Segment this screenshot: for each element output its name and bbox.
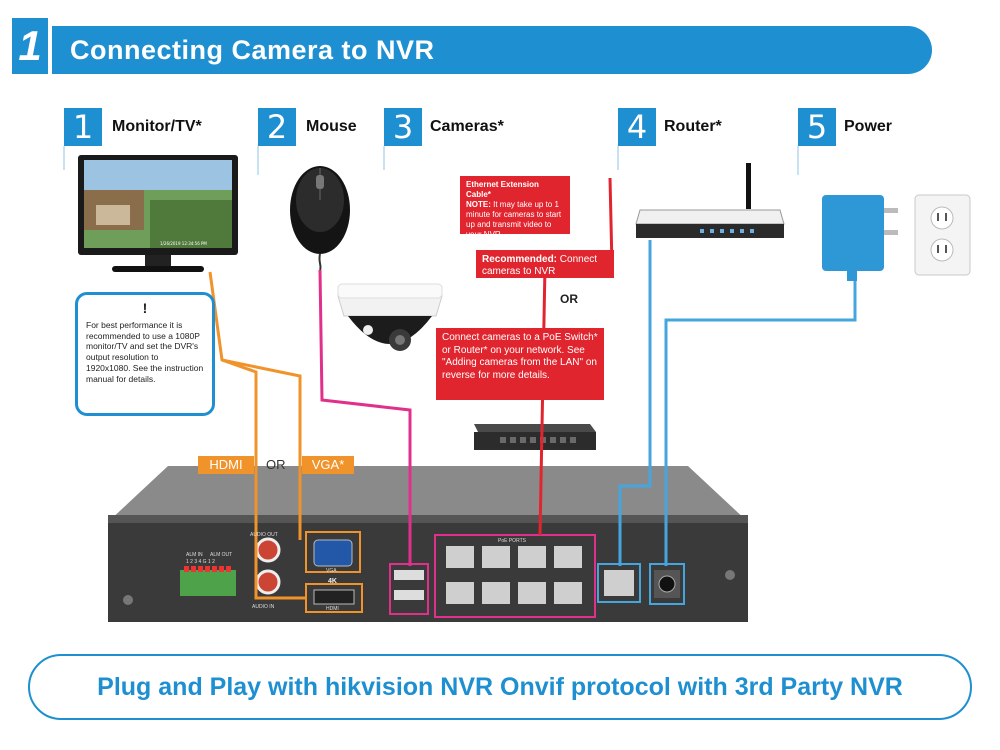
power-adapter-icon [822, 195, 898, 281]
poe-callout: Connect cameras to a PoE Switch* or Rout… [436, 328, 604, 400]
recommended-callout: Recommended: Connect cameras to NVR [476, 250, 614, 278]
page-title: Connecting Camera to NVR [52, 26, 932, 74]
audio-out-label: AUDIO OUT [250, 532, 278, 538]
device-label-cameras: Cameras* [430, 118, 504, 135]
device-label-power: Power [844, 118, 893, 135]
recommended-bold: Recommended: [482, 254, 558, 265]
mouse-icon [290, 166, 350, 271]
cable-or-text: OR [266, 457, 286, 472]
nvr-recorder [108, 466, 748, 622]
ethernet-callout-note-text: It may take up to 1 minute for cameras t… [466, 200, 562, 239]
hdmi-cable [208, 271, 302, 540]
or-text: OR [560, 292, 578, 306]
device-label-router: Router* [664, 118, 722, 135]
device-label-monitor: Monitor/TV* [112, 118, 202, 135]
device-label-mouse: Mouse [306, 118, 357, 135]
mouse-cable [318, 269, 412, 566]
tip-box: ! For best performance it is recommended… [75, 292, 215, 416]
poe-switch-icon [474, 424, 596, 450]
step-number-badge: 1 [12, 18, 48, 74]
alarm-in-label: ALM IN [186, 552, 203, 558]
device-number-cameras: 3 [384, 108, 422, 146]
audio-in-label: AUDIO IN [252, 604, 275, 610]
device-number-power: 5 [798, 108, 836, 146]
alarm-pins-label: 1 2 3 4 G 1 2 [186, 559, 215, 565]
power-cable [664, 281, 857, 566]
hdmi-port-label: HDMI [326, 606, 339, 612]
vga-tag: VGA* [302, 456, 354, 474]
monitor-screen-timestamp: 1/26/2019 12:34:56 PM [160, 241, 207, 246]
device-number-mouse: 2 [258, 108, 296, 146]
vga-cable [221, 358, 306, 600]
hdmi-tag: HDMI [198, 456, 254, 474]
recommended-text: Connect cameras to NVR [482, 254, 598, 277]
wall-outlet-icon [914, 194, 971, 276]
ethernet-callout: Ethernet Extension Cable* NOTE: It may t… [460, 176, 570, 239]
vga-highlight [305, 531, 361, 573]
alarm-out-label: ALM OUT [210, 552, 233, 558]
footer-banner: Plug and Play with hikvision NVR Onvif p… [28, 654, 972, 720]
ethernet-callout-note-bold: NOTE: [466, 200, 491, 209]
4k-label: 4K [328, 578, 337, 585]
tip-text: For best performance it is recommended t… [86, 319, 204, 384]
connection-diagram: 1/26/2019 12:34:56 PM [63, 146, 971, 622]
monitor-icon [78, 155, 238, 272]
poe-ports-label: PoE PORTS [498, 538, 526, 544]
vga-port-label: VGA [326, 568, 337, 574]
router-icon [635, 163, 785, 238]
device-number-monitor: 1 [64, 108, 102, 146]
dome-camera-icon [337, 283, 443, 351]
exclamation-icon: ! [142, 300, 148, 316]
ethernet-callout-title: Ethernet Extension Cable* [466, 180, 539, 199]
device-number-router: 4 [618, 108, 656, 146]
router-cable [618, 240, 652, 566]
poe-ports-highlight [434, 534, 596, 618]
